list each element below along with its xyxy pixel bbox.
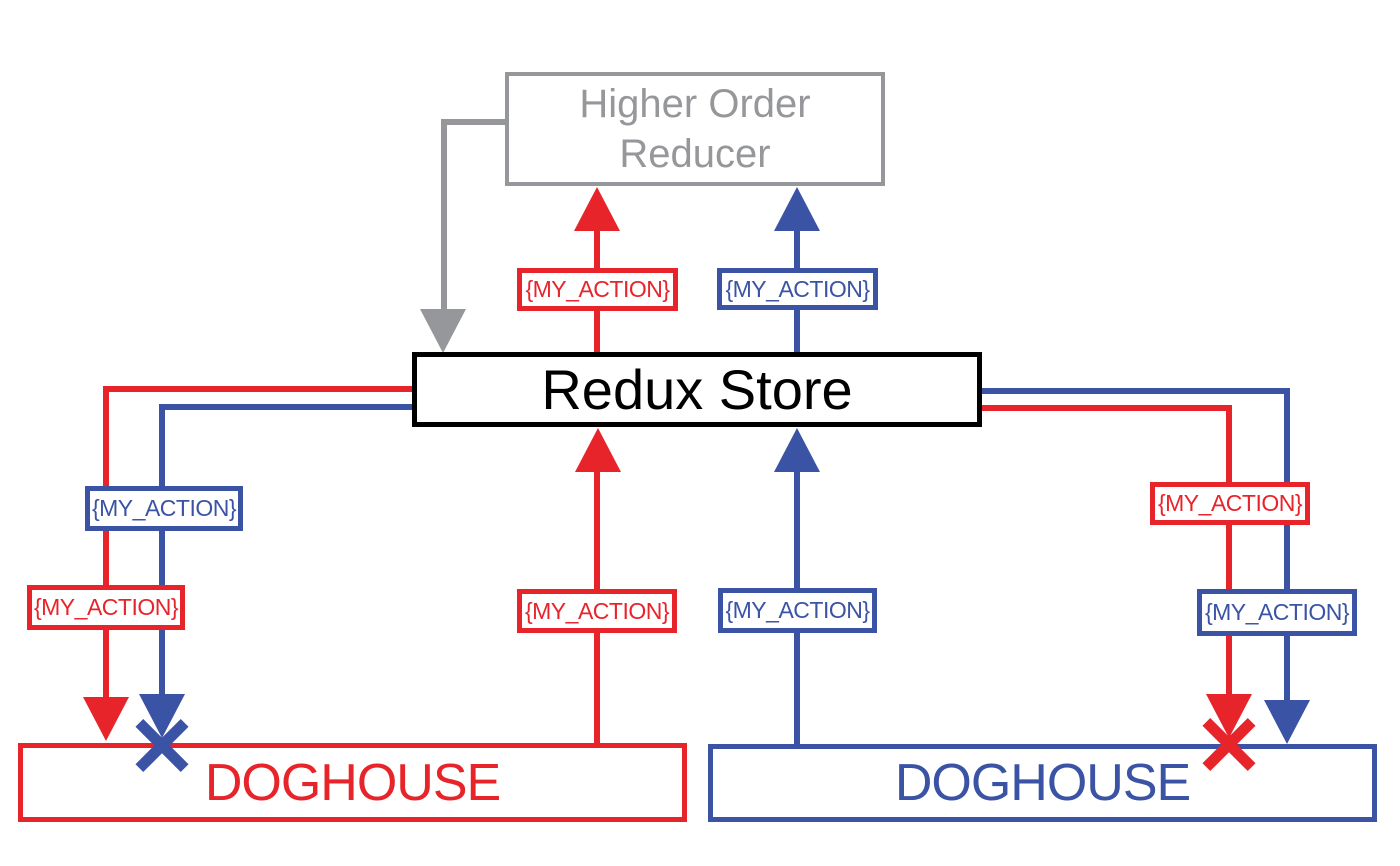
arrowhead-red-up-icon bbox=[574, 187, 620, 231]
action-label-text: {MY_ACTION} bbox=[525, 276, 670, 302]
higher-order-reducer-label: Higher Order Reducer bbox=[579, 82, 811, 176]
doghouse-left-box: DOGHOUSE bbox=[18, 743, 687, 822]
action-label-mid-red: {MY_ACTION} bbox=[517, 589, 677, 633]
arrowhead-gray-down-icon bbox=[420, 309, 466, 353]
connector-blue-left-horizontal bbox=[159, 404, 415, 410]
blocked-x-mark-blue-icon bbox=[136, 719, 188, 771]
connector-red-right-horizontal bbox=[979, 405, 1232, 411]
action-label-text: {MY_ACTION} bbox=[725, 597, 870, 623]
doghouse-right-label: DOGHOUSE bbox=[894, 754, 1191, 812]
action-label-text: {MY_ACTION} bbox=[1204, 599, 1350, 625]
action-label-right-upper-red: {MY_ACTION} bbox=[1150, 482, 1310, 525]
connector-blue-right-horizontal bbox=[979, 388, 1290, 394]
action-label-text: {MY_ACTION} bbox=[524, 597, 670, 624]
connector-red-left-horizontal bbox=[103, 386, 415, 392]
arrowhead-blue-down-icon bbox=[1264, 700, 1310, 744]
arrowhead-blue-up-icon bbox=[774, 187, 820, 231]
connector-gray-vertical bbox=[441, 119, 447, 315]
connector-blue-right-vertical bbox=[1284, 388, 1290, 702]
connector-gray-horizontal bbox=[441, 119, 507, 125]
redux-store-box: Redux Store bbox=[412, 352, 982, 427]
action-label-text: {MY_ACTION} bbox=[1157, 490, 1303, 516]
blocked-x-mark-red-icon bbox=[1203, 718, 1255, 770]
redux-store-label: Redux Store bbox=[541, 358, 853, 421]
action-label-left-lower-red: {MY_ACTION} bbox=[27, 585, 185, 630]
action-label-text: {MY_ACTION} bbox=[725, 275, 870, 302]
connector-blue-left-vertical bbox=[159, 404, 165, 696]
action-label-text: {MY_ACTION} bbox=[91, 495, 237, 521]
doghouse-left-label: DOGHOUSE bbox=[204, 753, 501, 812]
arrowhead-red-down-icon bbox=[83, 697, 129, 741]
action-label-left-upper-blue: {MY_ACTION} bbox=[85, 486, 243, 531]
arrowhead-blue-up-icon bbox=[774, 428, 820, 472]
connector-red-right-vertical bbox=[1226, 405, 1232, 696]
arrowhead-red-up-icon bbox=[575, 428, 621, 472]
action-label-top-red: {MY_ACTION} bbox=[517, 268, 678, 311]
action-label-top-blue: {MY_ACTION} bbox=[717, 268, 878, 310]
action-label-mid-blue: {MY_ACTION} bbox=[718, 588, 877, 633]
doghouse-right-box: DOGHOUSE bbox=[708, 744, 1377, 822]
action-label-text: {MY_ACTION} bbox=[33, 594, 179, 620]
connector-red-left-vertical bbox=[103, 386, 109, 699]
higher-order-reducer-box: Higher Order Reducer bbox=[505, 72, 885, 186]
action-label-right-lower-blue: {MY_ACTION} bbox=[1197, 589, 1357, 636]
